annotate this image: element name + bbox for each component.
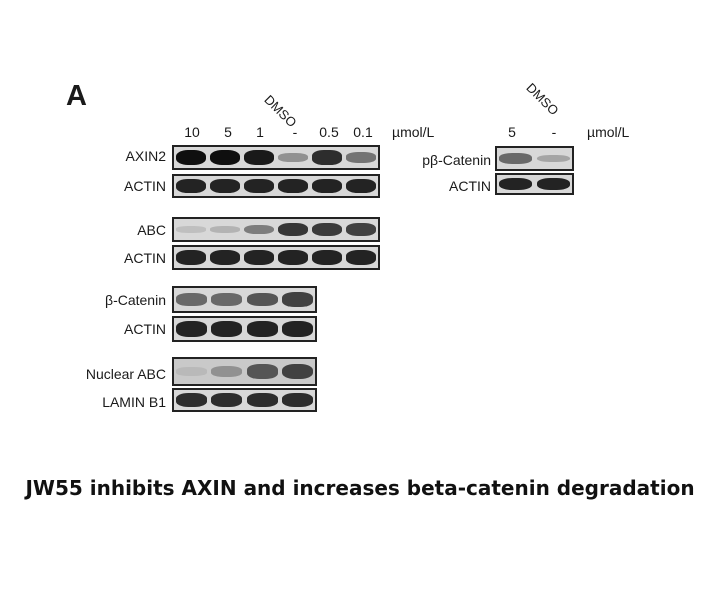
right-dmso-label: DMSO — [523, 80, 562, 119]
protein-band — [278, 250, 308, 265]
lane-label: - — [292, 124, 298, 140]
protein-band — [211, 393, 243, 407]
protein-band — [176, 250, 206, 265]
protein-band — [281, 393, 313, 407]
blot-label: β-Catenin — [105, 292, 166, 308]
protein-band — [246, 292, 278, 307]
protein-band — [176, 226, 206, 233]
protein-band — [281, 292, 313, 307]
western-blot-strip — [172, 145, 380, 170]
protein-band — [176, 149, 206, 166]
protein-band — [246, 393, 278, 407]
blot-label: Nuclear ABC — [85, 366, 166, 382]
blot-label: ABC — [137, 222, 166, 238]
protein-band — [312, 179, 342, 193]
protein-band — [211, 293, 243, 306]
protein-band — [210, 225, 240, 234]
blot-label: ACTIN — [124, 178, 166, 194]
protein-band — [176, 321, 208, 337]
protein-band — [211, 321, 243, 337]
protein-band — [246, 321, 278, 337]
right-unit-label: µmol/L — [587, 124, 630, 140]
left-unit-label: µmol/L — [392, 124, 435, 140]
protein-band — [312, 150, 342, 165]
lane-label: - — [551, 124, 557, 140]
western-blot-strip — [172, 217, 380, 242]
panel-letter: A — [66, 80, 87, 112]
lane-label: 0.5 — [319, 124, 339, 140]
blot-label: ACTIN — [124, 250, 166, 266]
western-blot-strip — [172, 316, 317, 342]
western-blot-strip — [172, 357, 317, 386]
western-blot-strip — [172, 245, 380, 270]
protein-band — [278, 222, 308, 237]
lane-label: 5 — [224, 124, 232, 140]
protein-band — [176, 179, 206, 193]
protein-band — [244, 149, 274, 166]
protein-band — [210, 179, 240, 193]
blot-label: AXIN2 — [125, 148, 166, 164]
protein-band — [312, 222, 342, 237]
protein-band — [312, 250, 342, 265]
protein-band — [346, 179, 376, 193]
lane-label: 10 — [184, 124, 200, 140]
protein-band — [346, 250, 376, 265]
protein-band — [244, 179, 274, 193]
western-blot-strip — [172, 286, 317, 313]
protein-band — [244, 224, 274, 235]
protein-band — [278, 153, 308, 162]
protein-band — [346, 222, 376, 237]
protein-band — [210, 149, 240, 166]
protein-band — [281, 321, 313, 337]
protein-band — [536, 154, 570, 163]
blot-label: ACTIN — [449, 178, 491, 194]
lane-label: 0.1 — [353, 124, 373, 140]
blot-label: pβ-Catenin — [422, 152, 491, 168]
protein-band — [176, 393, 208, 407]
protein-band — [244, 250, 274, 265]
protein-band — [281, 363, 313, 380]
protein-band — [210, 250, 240, 265]
lane-label: 5 — [508, 124, 516, 140]
protein-band — [211, 366, 243, 377]
protein-band — [246, 364, 278, 379]
blot-label: ACTIN — [124, 321, 166, 337]
protein-band — [176, 367, 208, 376]
blot-label: LAMIN B1 — [102, 394, 166, 410]
lane-label: 1 — [256, 124, 264, 140]
western-blot-strip — [495, 146, 574, 171]
western-blot-strip — [172, 174, 380, 198]
western-blot-strip — [172, 388, 317, 412]
protein-band — [346, 152, 376, 163]
protein-band — [176, 293, 208, 306]
protein-band — [278, 179, 308, 193]
protein-band — [499, 177, 533, 191]
protein-band — [536, 177, 570, 191]
figure-caption: JW55 inhibits AXIN and increases beta-ca… — [25, 476, 695, 500]
western-blot-strip — [495, 173, 574, 195]
protein-band — [499, 152, 533, 164]
